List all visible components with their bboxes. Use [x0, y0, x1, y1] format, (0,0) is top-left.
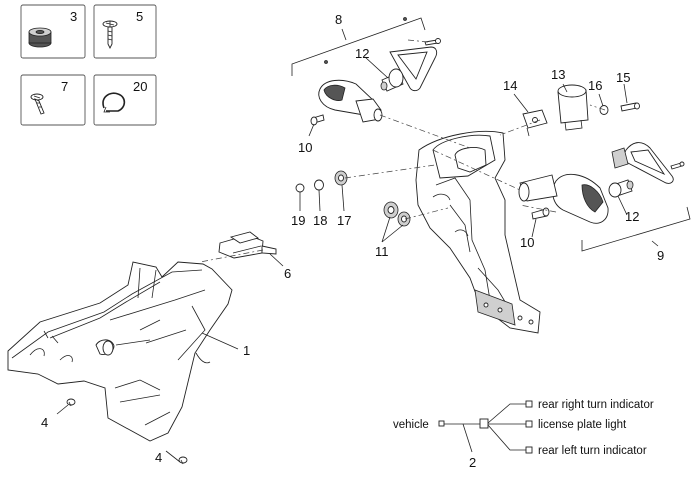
callout-leaders	[56, 56, 628, 463]
screw-top-left	[424, 38, 441, 46]
callout-1: 1	[243, 343, 250, 358]
wiring-output-label: rear right turn indicator	[538, 399, 654, 411]
callout-13: 13	[551, 67, 565, 82]
callout-17: 17	[337, 213, 351, 228]
nut-19	[295, 183, 305, 193]
callout-7: 7	[61, 79, 68, 94]
wiring-source-label: vehicle	[393, 419, 429, 431]
wiring-output-label: rear left turn indicator	[538, 445, 647, 457]
screw-10-right	[531, 207, 550, 220]
lens-cover	[324, 17, 438, 92]
callout-19: 19	[291, 213, 305, 228]
callout-8: 8	[335, 12, 342, 27]
wiring-output-label: license plate light	[538, 419, 627, 431]
turn-indicator-left-body	[318, 79, 383, 123]
callout-6: 6	[284, 266, 291, 281]
callout-3: 3	[70, 9, 77, 24]
bulb-right	[608, 179, 634, 198]
inset-box-5: 5	[93, 4, 157, 59]
turn-indicator-right-body	[518, 173, 609, 224]
callout-10-left: 10	[298, 140, 312, 155]
washer-18	[314, 179, 324, 191]
callout-16: 16	[588, 78, 602, 93]
inset-box-7: 7	[20, 74, 86, 126]
callout-9: 9	[657, 248, 664, 263]
grommet-17	[334, 170, 348, 186]
group-bracket-9: 9	[581, 206, 691, 263]
wiring-harness-schematic: vehicle rear right turn indicator licens…	[393, 399, 654, 470]
self-tapping-screw-icon	[30, 93, 45, 115]
screw-icon	[102, 20, 118, 50]
callout-12-lower: 12	[625, 209, 639, 224]
assembly-lines	[199, 39, 606, 263]
connector-icon	[525, 420, 533, 428]
callout-20: 20	[133, 79, 147, 94]
screw-4-upper	[66, 398, 76, 407]
callout-4-upper: 4	[41, 415, 48, 430]
callout-10-right: 10	[520, 235, 534, 250]
bracket-14	[522, 109, 548, 137]
screw-10-left	[310, 114, 325, 126]
license-light-13	[557, 84, 589, 131]
group-bracket-8: 8	[291, 12, 426, 76]
inset-box-3: 3	[20, 4, 86, 59]
callout-4-lower: 4	[155, 450, 162, 465]
screw-right	[670, 161, 685, 170]
screw-4-lower	[178, 456, 188, 465]
connector-icon	[438, 420, 445, 427]
connector-6	[218, 231, 277, 259]
callout-18: 18	[313, 213, 327, 228]
license-plate-holder	[415, 130, 541, 334]
grommets-11	[383, 201, 411, 227]
grommet-icon	[28, 27, 52, 48]
cable-clamp-icon	[102, 92, 126, 113]
connector-icon	[525, 446, 533, 454]
bulb-left	[380, 68, 404, 92]
connector-icon	[525, 400, 533, 408]
callout-2: 2	[469, 455, 476, 470]
callout-5: 5	[136, 9, 143, 24]
screw-15	[620, 102, 640, 112]
callout-14: 14	[503, 78, 517, 93]
lens-cover-right	[611, 142, 674, 184]
rear-undertray	[7, 261, 233, 442]
junction-icon	[479, 418, 489, 429]
callout-11: 11	[375, 244, 389, 259]
inset-box-20: 20	[93, 74, 157, 126]
callout-12-upper: 12	[355, 46, 369, 61]
callout-15: 15	[616, 70, 630, 85]
